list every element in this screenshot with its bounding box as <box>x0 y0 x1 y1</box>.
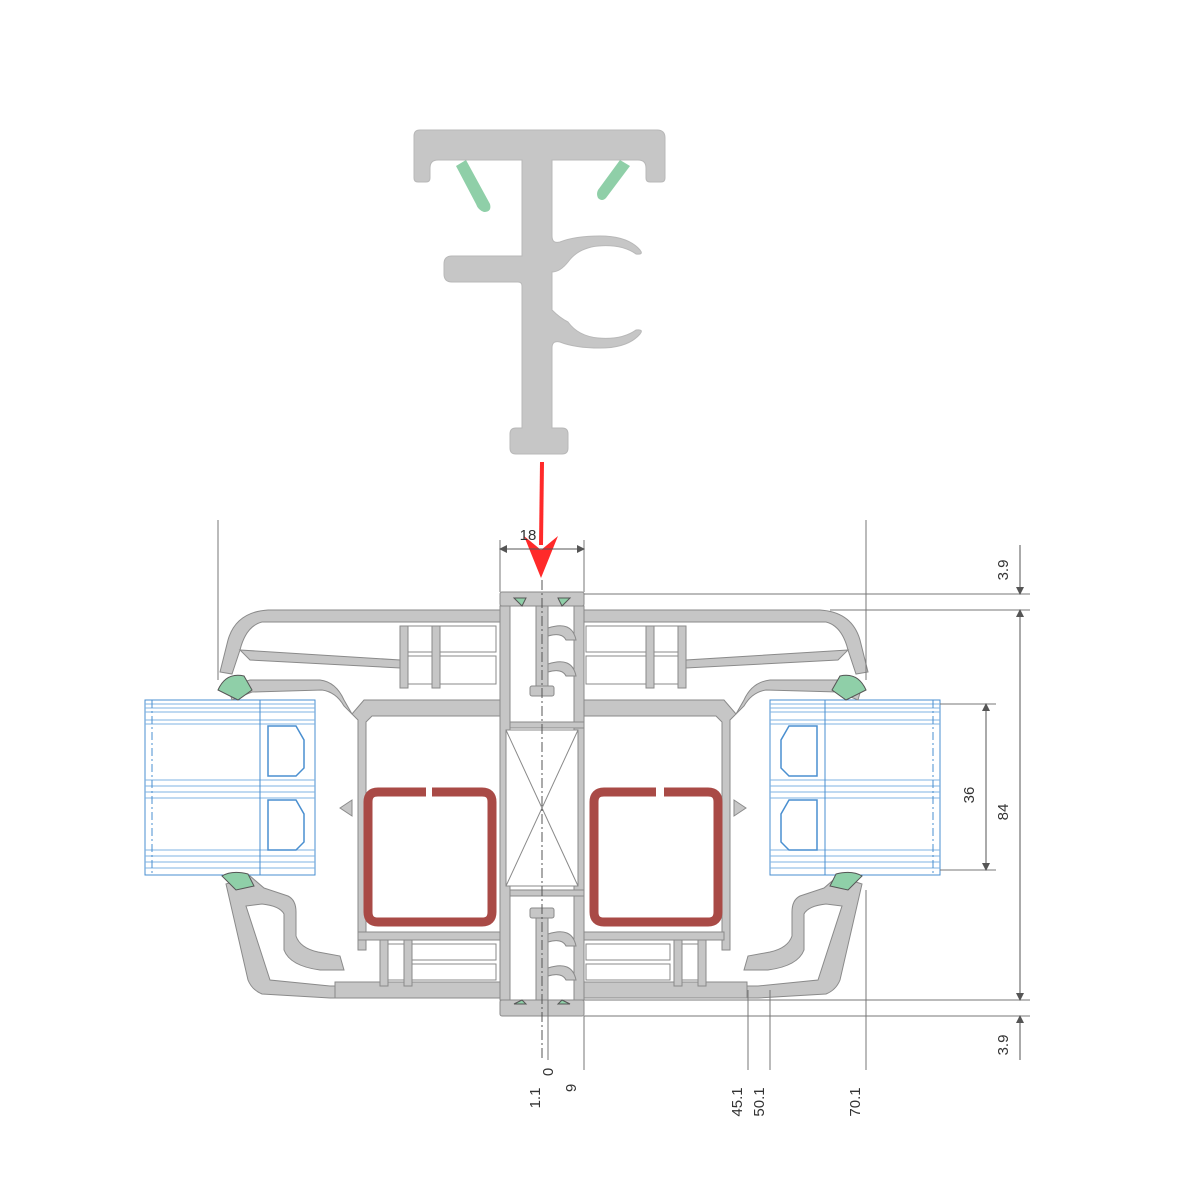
dim-top-width: 18 <box>520 527 537 544</box>
t-connector-body <box>413 129 666 455</box>
steel-reinforcements <box>363 787 723 927</box>
left-seal-lip-icon <box>456 160 491 212</box>
gaskets <box>217 597 867 1005</box>
right-glazing-unit <box>769 699 941 876</box>
dim-h-45-1: 45.1 <box>729 1087 746 1116</box>
dim-h-9: 9 <box>563 1084 580 1092</box>
dim-bottom-offset: 3.9 <box>995 1035 1012 1056</box>
cross-section <box>144 580 941 1060</box>
t-connector-profile <box>413 129 666 455</box>
dim-glass: 36 <box>961 787 978 804</box>
dimension-lines <box>217 520 1030 1070</box>
dimension-labels: 18 3.9 3.9 84 36 0 1.1 9 45.1 50.1 70.1 <box>520 527 1012 1117</box>
dim-h-70-1: 70.1 <box>847 1087 864 1116</box>
dim-h-50-1: 50.1 <box>751 1087 768 1116</box>
dim-top-offset: 3.9 <box>995 560 1012 581</box>
dim-h-1-1: 1.1 <box>527 1088 544 1109</box>
insertion-arrow-icon <box>524 461 558 578</box>
right-seal-lip-icon <box>597 160 630 200</box>
dim-h-0: 0 <box>540 1068 557 1076</box>
left-glazing-unit <box>144 699 316 876</box>
dim-depth: 84 <box>995 804 1012 821</box>
